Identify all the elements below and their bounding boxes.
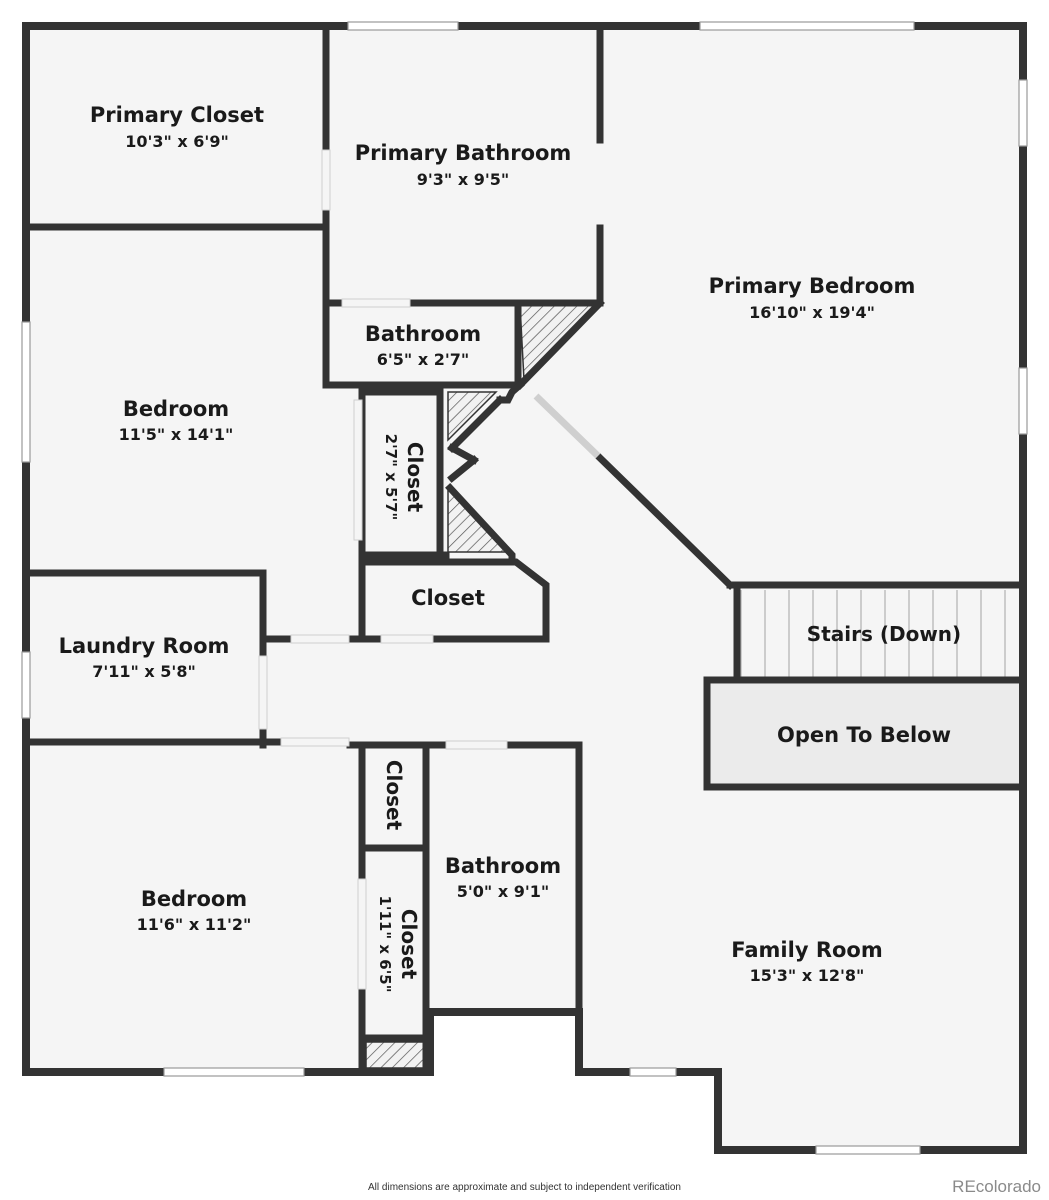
room-family-room: Family Room 15'3" x 12'8" [731,938,882,985]
openings [258,149,601,990]
room-name-closet-small: Closet [382,760,406,831]
room-primary-bedroom: Primary Bedroom 16'10" x 19'4" [709,274,916,322]
room-name-bedroom-upper: Bedroom [123,397,229,421]
room-name-stairs: Stairs (Down) [807,622,961,646]
room-bathroom-lower: Bathroom 5'0" x 9'1" [445,854,561,901]
room-name-primary-bathroom: Primary Bathroom [355,141,572,165]
room-dims-bedroom-lower: 11'6" x 11'2" [137,915,252,934]
room-primary-bathroom: Primary Bathroom 9'3" x 9'5" [355,141,572,189]
room-name-closet-mid: Closet [411,586,485,610]
room-dims-bedroom-upper: 11'5" x 14'1" [119,425,234,444]
room-dims-primary-closet: 10'3" x 6'9" [125,132,229,151]
room-bedroom-lower: Bedroom 11'6" x 11'2" [137,887,252,934]
room-closet-lower: Closet 1'11" x 6'5" [376,895,421,992]
floor-area [26,26,1023,1150]
room-dims-laundry-room: 7'11" x 5'8" [92,662,196,681]
room-primary-closet: Primary Closet 10'3" x 6'9" [90,103,264,151]
room-dims-primary-bedroom: 16'10" x 19'4" [749,303,875,322]
room-bathroom-upper: Bathroom 6'5" x 2'7" [365,322,481,369]
room-name-family-room: Family Room [731,938,882,962]
room-name-closet-lower: Closet [397,909,421,980]
room-name-bathroom-lower: Bathroom [445,854,561,878]
room-bedroom-upper: Bedroom 11'5" x 14'1" [119,397,234,444]
chase-hatch-2 [447,391,498,442]
windows [21,21,1028,1155]
room-closet-small: Closet [382,760,406,831]
room-dims-bathroom-lower: 5'0" x 9'1" [457,882,549,901]
room-name-laundry-room: Laundry Room [59,634,230,658]
room-name-closet-vertical: Closet [403,442,427,513]
room-name-primary-closet: Primary Closet [90,103,264,127]
room-dims-closet-lower: 1'11" x 6'5" [376,895,394,992]
room-laundry-room: Laundry Room 7'11" x 5'8" [59,634,230,681]
room-name-bedroom-lower: Bedroom [141,887,247,911]
room-dims-primary-bathroom: 9'3" x 9'5" [417,170,509,189]
room-name-primary-bedroom: Primary Bedroom [709,274,916,298]
disclaimer-text: All dimensions are approximate and subje… [368,1182,681,1193]
stairs-treads [740,590,1006,680]
room-closet-vertical: Closet 2'7" x 5'7" [382,434,427,521]
open-to-below-area [707,684,1021,784]
room-dims-family-room: 15'3" x 12'8" [750,966,865,985]
room-dims-bathroom-upper: 6'5" x 2'7" [377,350,469,369]
room-name-bathroom-upper: Bathroom [365,322,481,346]
floor-plan: Primary Closet 10'3" x 6'9" Primary Bath… [21,21,1028,1155]
room-dims-closet-vertical: 2'7" x 5'7" [382,434,400,521]
room-name-open-to-below: Open To Below [777,723,951,747]
brand-watermark: REcolorado [952,1177,1041,1196]
chase-hatch-4 [365,1041,427,1069]
